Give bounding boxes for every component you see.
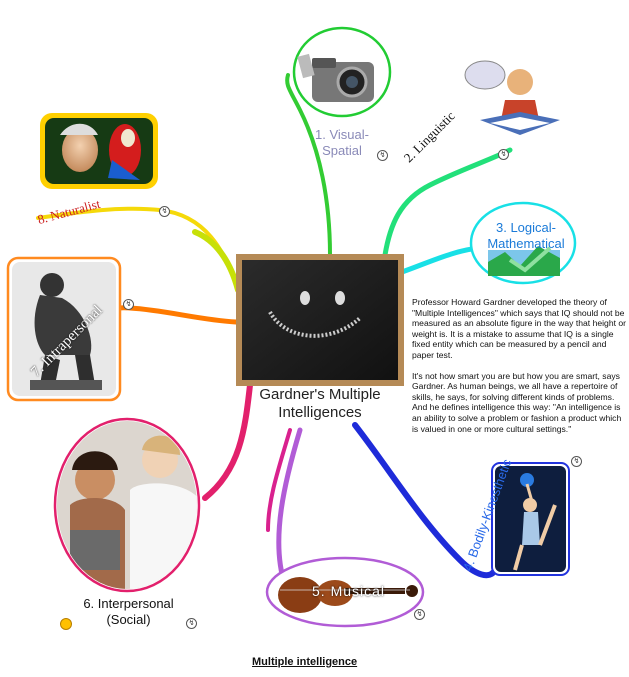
- logical-mathematical-label: 3. Logical- Mathematical: [487, 220, 565, 251]
- note-icon[interactable]: ↯: [571, 456, 582, 467]
- note-icon[interactable]: ↯: [186, 618, 197, 629]
- visual-spatial-label: 1. Visual- Spatial: [315, 127, 369, 158]
- note-icon[interactable]: ↯: [123, 299, 134, 310]
- naturalist-photo: [40, 113, 158, 189]
- thinker-photo: [6, 256, 122, 402]
- branch-interpersonal: [202, 382, 253, 501]
- smiley-icon[interactable]: [60, 618, 72, 630]
- description-paragraph-2: It's not how smart you are but how you a…: [412, 370, 622, 434]
- branch-musical: [276, 427, 303, 588]
- branch-logical: [399, 245, 483, 275]
- branch-linguistic: [382, 147, 513, 258]
- musical-label: 5. Musical: [312, 583, 386, 599]
- blackboard-image: [236, 254, 404, 386]
- note-icon[interactable]: ↯: [414, 609, 425, 620]
- center-title: Gardner's Multiple Intelligences: [259, 386, 381, 421]
- branch-bodily: [352, 422, 498, 579]
- chart-icon: [469, 201, 577, 285]
- branch-visual: [285, 73, 332, 257]
- gymnast-photo: [491, 462, 570, 576]
- interpersonal-photo: [53, 417, 201, 593]
- note-icon[interactable]: ↯: [498, 149, 509, 160]
- note-icon[interactable]: ↯: [377, 150, 388, 161]
- reader-icon: [464, 60, 560, 135]
- description-paragraph-1: Professor Howard Gardner developed the t…: [412, 297, 627, 360]
- camera-icon: [292, 26, 392, 118]
- description-text: Professor Howard Gardner developed the t…: [412, 297, 627, 444]
- violin-icon: [265, 556, 425, 628]
- footer-caption[interactable]: Multiple intelligence: [252, 656, 358, 668]
- note-icon[interactable]: ↯: [159, 206, 170, 217]
- interpersonal-label: 6. Interpersonal (Social): [83, 596, 174, 627]
